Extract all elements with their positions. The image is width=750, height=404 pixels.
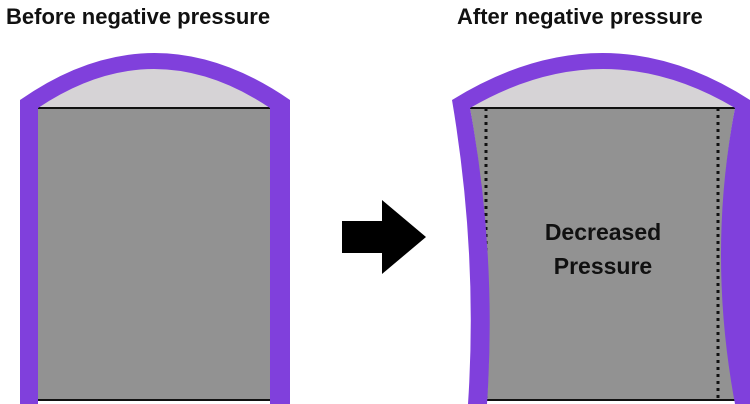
before-container: [20, 53, 290, 404]
right-arrow-icon: [342, 200, 426, 274]
decreased-pressure-label-line1: Decreased: [544, 219, 662, 245]
before-contents: [38, 108, 270, 400]
after-title: After negative pressure: [457, 4, 703, 29]
after-container: [452, 53, 750, 404]
before-wall: [20, 53, 290, 404]
decreased-pressure-label-line2: Pressure: [553, 253, 653, 279]
before-title: Before negative pressure: [6, 4, 271, 29]
after-wall: [452, 53, 750, 404]
after-contents: [470, 108, 735, 400]
